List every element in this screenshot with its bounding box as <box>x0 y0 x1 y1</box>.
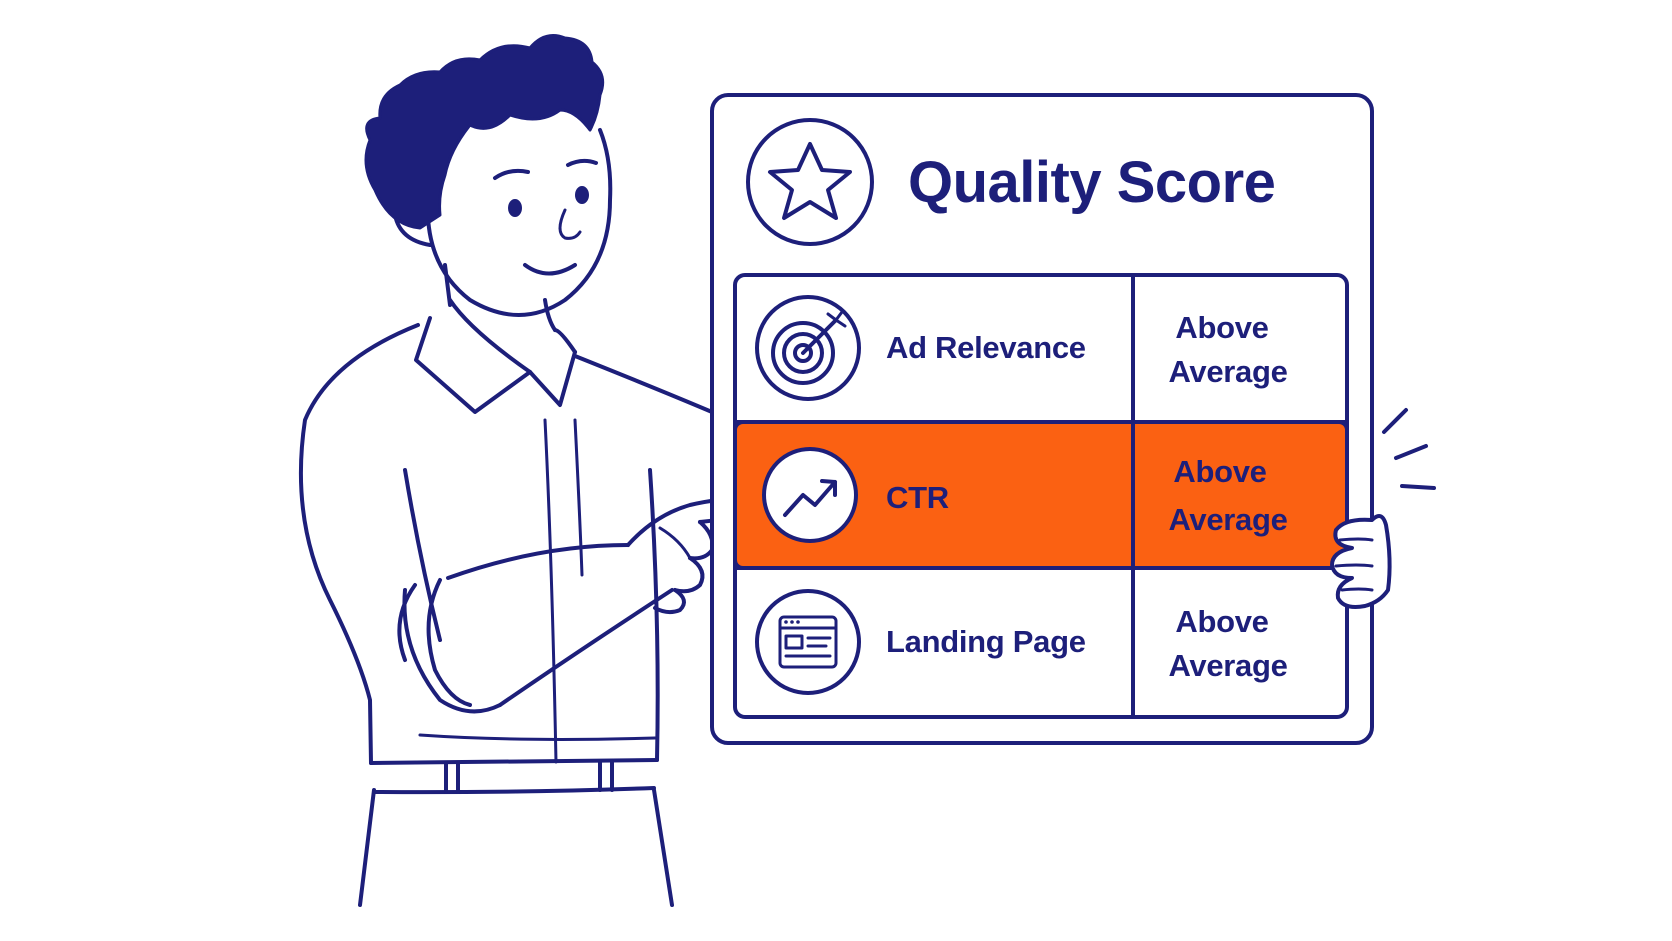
trousers <box>358 788 674 907</box>
person-illustration <box>298 34 757 907</box>
quality-score-board: Quality Score Ad Relevance Above Average <box>710 93 1374 745</box>
head <box>364 34 613 317</box>
table-row-highlighted: CTR Above Average <box>762 447 1288 543</box>
table-row: Landing Page Above Average <box>755 589 1288 695</box>
star-icon <box>746 118 874 246</box>
row-status-line2: Average <box>1168 502 1287 537</box>
row-status-line2: Average <box>1168 648 1287 683</box>
trend-up-icon <box>762 447 858 543</box>
emphasis-lines <box>1382 408 1436 490</box>
row-label: CTR <box>886 480 949 515</box>
shirt-collar <box>414 298 577 414</box>
pointing-arm <box>397 543 674 714</box>
row-status-line1: Above <box>1175 310 1268 345</box>
neck <box>443 263 557 332</box>
row-status-line2: Average <box>1168 354 1287 389</box>
row-status-line1: Above <box>1175 604 1268 639</box>
row-status-line1: Above <box>1173 454 1266 489</box>
holding-hand <box>1330 514 1392 609</box>
board-title: Quality Score <box>908 150 1275 215</box>
hair <box>364 34 605 230</box>
webpage-icon <box>755 589 861 695</box>
target-icon <box>755 295 861 401</box>
table-row: Ad Relevance Above Average <box>755 295 1288 401</box>
row-label: Landing Page <box>886 624 1086 659</box>
belt <box>369 758 659 795</box>
row-label: Ad Relevance <box>886 330 1086 365</box>
shirt <box>298 323 714 765</box>
